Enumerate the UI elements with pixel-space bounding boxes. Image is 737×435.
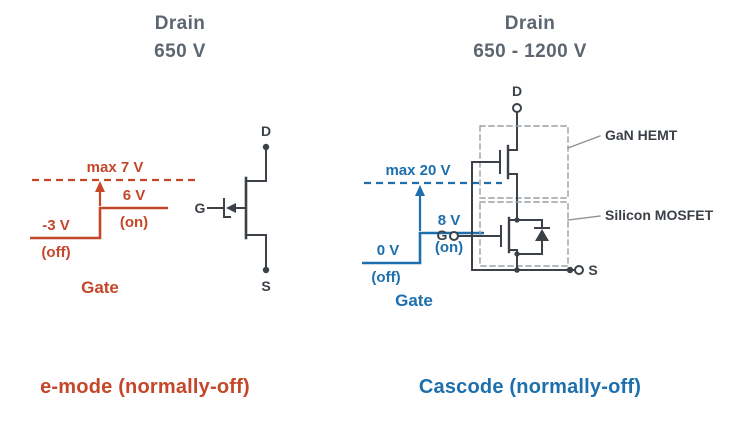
left-on-label: (on) xyxy=(120,214,148,231)
cascode-circuit: D G xyxy=(437,83,714,278)
gan-gate-to-source-wire xyxy=(471,161,501,271)
left-drain-terminal-label: D xyxy=(261,123,271,139)
left-drain-lead xyxy=(245,145,267,182)
right-caption: Cascode (normally-off) xyxy=(418,376,642,398)
right-on-voltage: 8 V xyxy=(438,212,461,229)
left-caption: e-mode (normally-off) xyxy=(40,376,250,398)
left-title: Drain 650 V xyxy=(80,10,280,66)
mosfet-source-lead xyxy=(508,249,518,271)
left-gate-arrow-icon xyxy=(226,203,236,213)
left-drain-dot xyxy=(262,143,270,151)
gan-label-leader-line xyxy=(567,135,601,149)
emode-hemt-symbol: G D S xyxy=(195,123,272,294)
diode-source-junction-dot xyxy=(514,251,520,257)
right-title-voltage: 650 - 1200 V xyxy=(473,41,587,62)
body-diode-bottom-wire xyxy=(516,240,543,255)
cascode-source-terminal-label: S xyxy=(588,262,597,278)
source-terminal-dot xyxy=(566,266,574,274)
cascode-drain-terminal-label: D xyxy=(512,83,522,99)
cascode-source-node xyxy=(574,265,584,275)
left-max-label: max 7 V xyxy=(87,159,144,176)
right-max-label: max 20 V xyxy=(385,162,450,179)
left-off-voltage: -3 V xyxy=(42,217,70,234)
left-source-lead xyxy=(245,234,267,272)
mosfet-label-leader-line xyxy=(567,215,601,221)
left-title-drain: Drain xyxy=(154,13,206,34)
right-diagram: max 20 V 0 V (off) 8 V (on) Gate D xyxy=(362,83,714,310)
right-gate-waveform: max 20 V 0 V (off) 8 V (on) Gate xyxy=(362,162,502,310)
right-title-drain: Drain xyxy=(504,13,556,34)
left-on-voltage: 6 V xyxy=(123,187,146,204)
right-up-arrow-icon xyxy=(415,185,425,196)
left-source-terminal-label: S xyxy=(261,278,270,294)
left-gate-waveform: max 7 V -3 V (off) 6 V (on) Gate xyxy=(30,159,195,297)
source-rail-junction-dot xyxy=(514,267,520,273)
right-title: Drain 650 - 1200 V xyxy=(430,10,630,66)
body-diode-top-wire xyxy=(516,219,543,229)
left-off-label: (off) xyxy=(41,244,70,261)
left-gate-terminal-label: G xyxy=(195,200,206,216)
right-on-label: (on) xyxy=(435,239,463,256)
right-off-label: (off) xyxy=(371,269,400,286)
left-up-arrow-icon xyxy=(95,181,105,192)
left-step-waveform xyxy=(30,206,168,240)
left-title-voltage: 650 V xyxy=(154,41,206,62)
left-source-dot xyxy=(262,266,270,274)
right-off-voltage: 0 V xyxy=(377,242,400,259)
diode-drain-junction-dot xyxy=(514,217,520,223)
cascode-gate-node xyxy=(449,231,459,241)
body-diode-icon xyxy=(535,229,549,241)
cascode-gate-terminal-label: G xyxy=(437,227,448,243)
right-gate-label: Gate xyxy=(395,291,433,310)
left-diagram: max 7 V -3 V (off) 6 V (on) Gate G D S xyxy=(30,123,272,297)
left-gate-label: Gate xyxy=(81,278,119,297)
silicon-mosfet-box xyxy=(479,201,569,267)
gan-source-lead xyxy=(507,173,518,221)
silicon-mosfet-label: Silicon MOSFET xyxy=(605,207,714,223)
cascode-drain-node xyxy=(512,103,522,113)
gan-hemt-label: GaN HEMT xyxy=(605,127,678,143)
